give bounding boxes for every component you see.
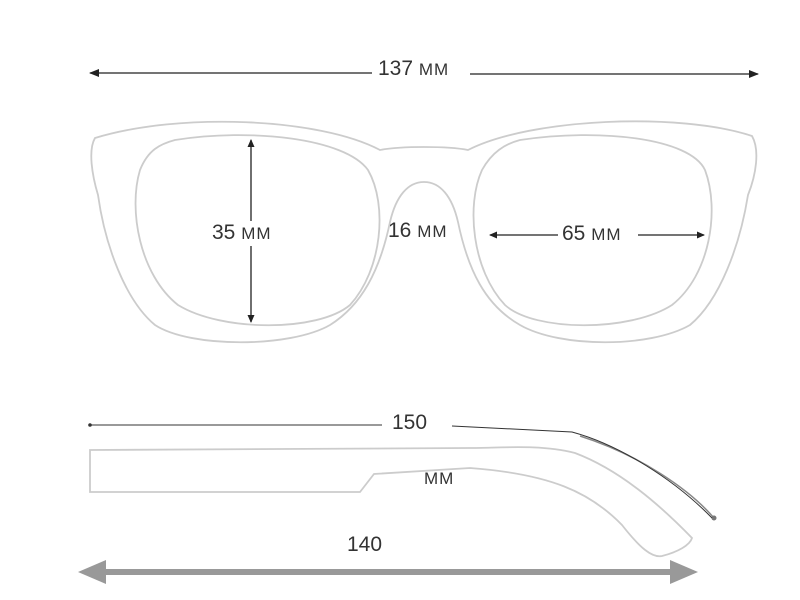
temple-outline [89, 446, 694, 558]
total-width-unit: MM [418, 60, 450, 79]
temple-length-unit: MM [424, 469, 455, 488]
lens-height-value: 35 [212, 221, 236, 244]
frame-front [90, 120, 758, 344]
total-width-label: 137 MM [374, 57, 454, 82]
bridge-width-label: 16 MM [384, 219, 452, 244]
lens-width-label: 65 MM [558, 222, 626, 247]
lens-height-unit: MM [241, 224, 272, 243]
temple-straight-arrow [78, 560, 698, 584]
right-lens-outline [472, 134, 713, 327]
temple-length-label: 150 [388, 411, 432, 435]
temple-tip-shade [579, 435, 715, 519]
temple-arm [89, 446, 694, 558]
temple-tip-dot [711, 515, 717, 521]
lens-height-label: 35 MM [208, 221, 276, 246]
temple-length-line-right [451, 425, 713, 519]
temple-length-value: 150 [392, 411, 428, 434]
bridge-width-unit: MM [417, 222, 448, 241]
temple-straight-label: 140 [343, 533, 386, 557]
bridge-width-value: 16 [388, 219, 412, 242]
temple-length-line-start [88, 423, 92, 427]
frame-outer-outline [90, 120, 758, 344]
lens-width-unit: MM [591, 225, 622, 244]
temple-straight-value: 140 [347, 533, 383, 556]
total-width-value: 137 [378, 57, 414, 80]
left-lens-outline [134, 134, 381, 327]
temple-length-unit-label: MM [420, 466, 458, 491]
lens-width-value: 65 [562, 222, 586, 245]
